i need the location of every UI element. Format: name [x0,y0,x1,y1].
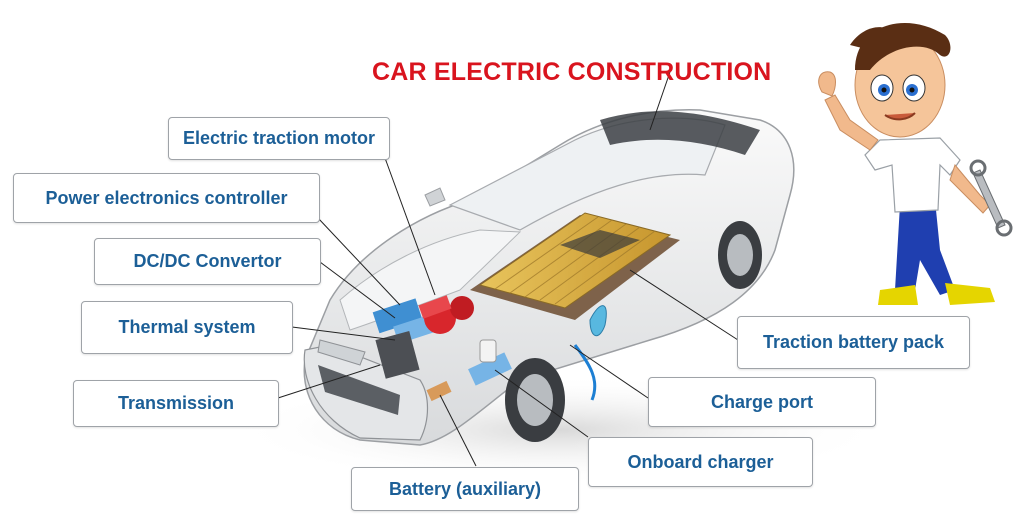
motor-icon [418,295,474,334]
diagram-title: CAR ELECTRIC CONSTRUCTION [372,58,772,86]
label-charge-port: Charge port [648,377,876,427]
charge-port-icon [589,305,607,337]
leader-lines [277,71,739,467]
traction-battery-icon [470,212,680,320]
label-traction-battery-pack: Traction battery pack [737,316,970,369]
label-battery-auxiliary: Battery (auxiliary) [351,467,579,511]
aux-battery-icon [426,380,452,402]
label-power-electronics-controller: Power electronics controller [13,173,320,223]
label-dcdc-convertor: DC/DC Convertor [94,238,321,285]
onboard-charger-icon [468,339,512,386]
label-electric-traction-motor: Electric traction motor [168,117,390,160]
label-onboard-charger: Onboard charger [588,437,813,487]
label-thermal-system: Thermal system [81,301,293,354]
mascot-boy-icon [818,22,1013,305]
label-transmission: Transmission [73,380,279,427]
